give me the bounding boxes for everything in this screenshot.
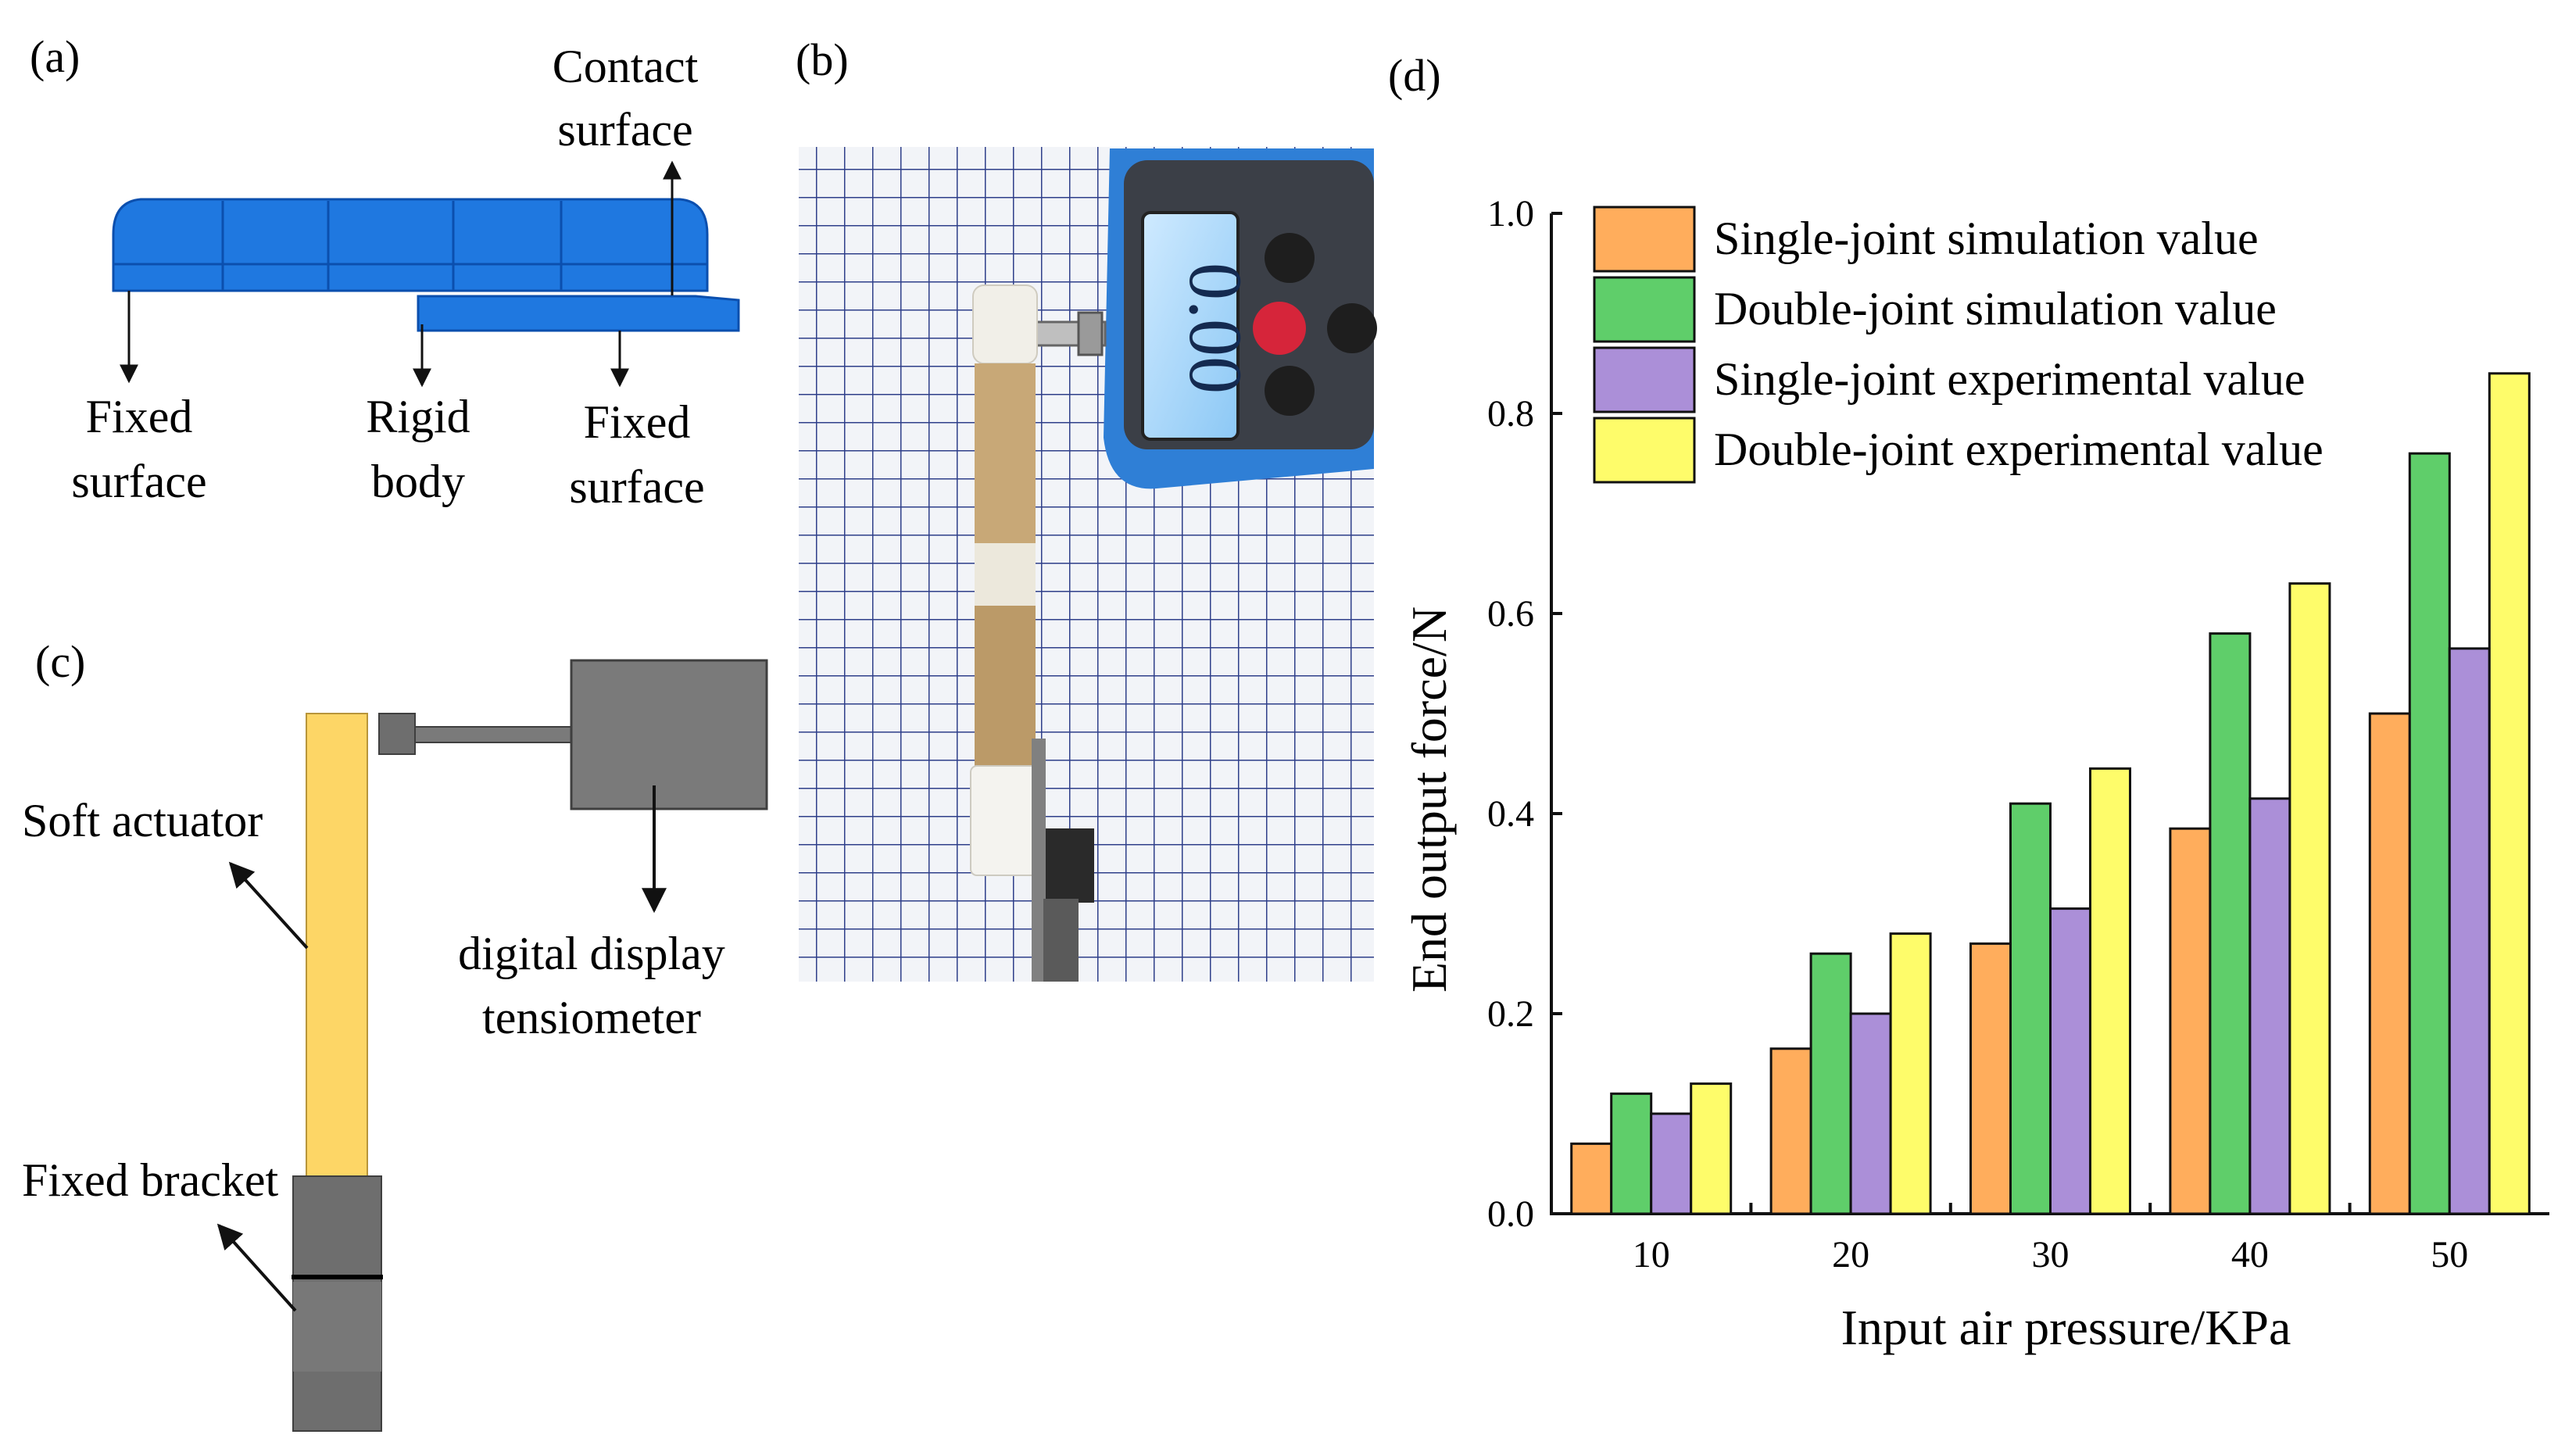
bar (2089, 767, 2131, 1215)
tensiometer-screen (1141, 211, 1240, 441)
clamp-rail (1032, 739, 1046, 982)
bar (1769, 1047, 1812, 1215)
x-tick-label: 10 (1633, 1234, 1670, 1275)
legend-label: Double-joint simulation value (1714, 283, 2277, 334)
soft-actuator-arrow (228, 861, 309, 950)
legend-label: Single-joint simulation value (1714, 213, 2259, 264)
x-axis-title: Input air pressure/KPa (1841, 1300, 2291, 1355)
bar (2209, 632, 2252, 1215)
fixed-surface-left-label: surface (71, 456, 206, 507)
y-tick-label: 0.0 (1487, 1193, 1534, 1235)
bar (2288, 582, 2331, 1215)
bar (2248, 797, 2291, 1215)
experiment-photo: 0.00 (799, 147, 1377, 982)
rigid-plate (417, 295, 740, 332)
probe-rod (414, 726, 572, 743)
specimen-top-cap (972, 284, 1038, 364)
panel-d-label: (d) (1388, 50, 1441, 101)
soft-actuator-label: Soft actuator (22, 795, 263, 846)
y-tick-label: 0.2 (1487, 993, 1534, 1035)
bar (2408, 452, 2451, 1215)
panel-a-label: (a) (30, 31, 80, 82)
bar (1849, 1012, 1892, 1215)
fixed-surface-left-label: Fixed (86, 391, 193, 442)
bar (1610, 1092, 1653, 1215)
bar (1889, 932, 1932, 1215)
tensiometer-button (1265, 366, 1315, 416)
rigid-body-label: body (371, 456, 465, 507)
panel-a: (a) Contact surface Fixed surface Rigid … (30, 31, 740, 513)
panel-b-label: (b) (796, 34, 849, 85)
y-tick-label: 0.6 (1487, 593, 1534, 635)
clamp-base (1043, 899, 1079, 982)
legend-swatch (1593, 276, 1696, 343)
bar (2368, 712, 2411, 1215)
x-tick-label: 50 (2431, 1234, 2468, 1275)
tensiometer-button (1327, 303, 1377, 353)
legend-label: Double-joint experimental value (1714, 424, 2324, 475)
tensiometer-reading: 0.00 (1174, 263, 1257, 394)
fixed-bracket-arrow (216, 1223, 297, 1312)
bar (2169, 827, 2212, 1215)
tensiometer-box (570, 659, 768, 810)
y-tick-label: 1.0 (1487, 193, 1534, 234)
fixed-surface-right-label: surface (569, 461, 704, 513)
bar (2049, 907, 2091, 1215)
bracket-lower (293, 1282, 381, 1372)
specimen-body-upper (975, 363, 1036, 543)
bar (2488, 372, 2531, 1215)
panel-c-label: (c) (35, 636, 85, 687)
tensiometer-label: digital display (458, 928, 725, 979)
legend-label: Single-joint experimental value (1714, 353, 2305, 405)
rigid-body-label: Rigid (366, 391, 470, 442)
actuator-body (112, 198, 709, 292)
bar (1969, 942, 2012, 1215)
bar (1570, 1142, 1613, 1215)
clamp (1046, 828, 1094, 903)
tensiometer-button (1265, 233, 1315, 283)
x-tick-label: 20 (1832, 1234, 1869, 1275)
y-axis-title: End output force/N (1401, 606, 1457, 993)
actuator-model (112, 198, 740, 332)
specimen-body-lower (975, 606, 1036, 766)
legend-swatch (1593, 417, 1696, 484)
contact-surface-label: Contact (553, 41, 699, 92)
contact-surface-label: surface (557, 104, 692, 156)
fixed-bracket-label: Fixed bracket (22, 1154, 279, 1206)
specimen-joint (975, 543, 1036, 606)
tensiometer-label: tensiometer (482, 992, 701, 1043)
fixed-surface-right-label: Fixed (584, 396, 691, 448)
x-tick-label: 40 (2231, 1234, 2269, 1275)
x-tick-label: 30 (2032, 1234, 2070, 1275)
y-tick-label: 0.4 (1487, 793, 1534, 835)
bar (2009, 802, 2052, 1215)
legend-swatch (1593, 346, 1696, 413)
legend-swatch (1593, 206, 1696, 273)
bar (1809, 952, 1852, 1215)
probe-tip (378, 713, 416, 755)
panel-c: (c) Soft actuator Fixed bracket digital … (22, 636, 768, 1432)
y-tick-label: 0.8 (1487, 393, 1534, 435)
panel-b: (b) 0.00 (796, 34, 1377, 982)
soft-actuator-shape (306, 713, 368, 1179)
bar (2448, 647, 2491, 1215)
legend: Single-joint simulation valueDouble-join… (1593, 206, 2324, 484)
tensiometer-power-button (1253, 302, 1306, 355)
bar (1650, 1112, 1693, 1215)
bar (1690, 1082, 1733, 1215)
probe-nut (1077, 311, 1104, 356)
